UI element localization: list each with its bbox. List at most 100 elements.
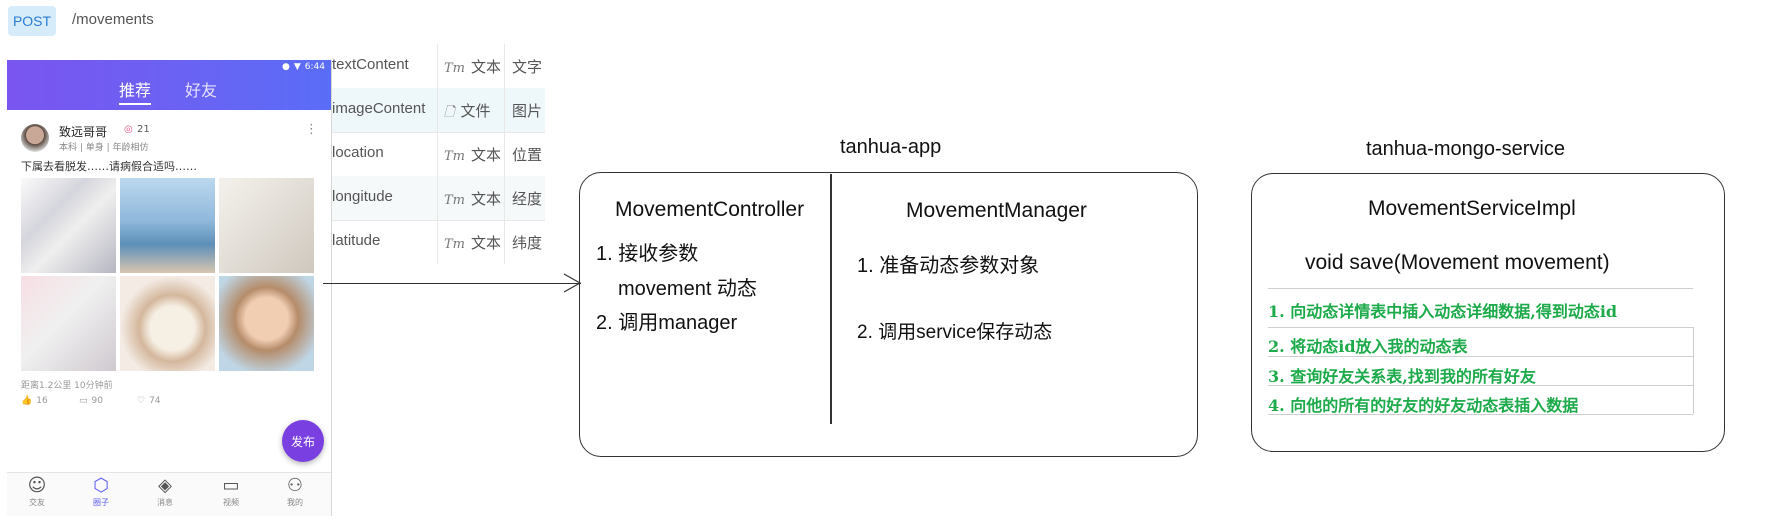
user-icon: ⚇	[286, 475, 304, 496]
table-row: imageContent 🗋 文件 图片	[332, 88, 545, 133]
post-photo[interactable]	[219, 178, 314, 273]
manager-step-2: 2. 调用service保存动态	[857, 322, 1053, 343]
param-name: textContent	[332, 56, 409, 73]
status-time: 6:44	[304, 62, 325, 72]
file-type-icon: 🗋	[444, 105, 455, 120]
service-step-2: 2. 将动态id放入我的动态表	[1268, 337, 1468, 356]
bottom-nav: ☺ 交友 ⬡ 圈子 ◈ 消息 ▭ 视频 ⚇ 我的	[7, 472, 331, 516]
param-type: 🗋 文件	[444, 100, 490, 125]
wifi-icon: ▼	[293, 62, 301, 72]
post-photo[interactable]	[120, 276, 215, 371]
param-name: longitude	[332, 188, 393, 205]
nav-label: 视频	[223, 498, 239, 507]
post-author[interactable]: 致远哥哥	[59, 125, 108, 139]
param-type: Tт 文本	[444, 232, 501, 253]
tab-friends[interactable]: 好友	[185, 81, 218, 100]
heart-icon: ♡	[137, 396, 146, 406]
mongo-module-box	[1251, 173, 1725, 452]
param-name: location	[332, 144, 384, 161]
service-title: MovementServiceImpl	[1368, 197, 1576, 220]
param-name: imageContent	[332, 100, 426, 117]
phone-header: ● ▼ 6:44 推荐 好友	[7, 60, 331, 110]
nav-item-circle[interactable]: ⬡ 圈子	[81, 475, 121, 508]
more-icon[interactable]: ⋮	[305, 122, 318, 137]
service-step-4: 4. 向他的所有的好友的好友动态表插入数据	[1268, 396, 1579, 415]
param-desc: 文字	[512, 59, 543, 76]
face-icon: ☺	[27, 475, 47, 496]
controller-step-1-detail: movement 动态	[618, 278, 757, 300]
table-row: longitude Tт 文本 经度	[332, 176, 545, 221]
post-distance: 距离1.2公里 10分钟前	[21, 381, 113, 391]
api-path: /movements	[72, 11, 154, 28]
location-icon: ●	[282, 62, 290, 72]
nav-label: 我的	[287, 498, 303, 507]
love-count: 74	[149, 396, 161, 406]
tab-recommend[interactable]: 推荐	[119, 77, 152, 105]
param-type: Tт 文本	[444, 56, 501, 77]
post-meta: 本科 | 单身 | 年龄相仿	[59, 143, 149, 153]
comment-count: 90	[91, 396, 103, 406]
text-type-icon: Tт	[444, 193, 465, 208]
nav-item-video[interactable]: ▭ 视频	[211, 475, 251, 508]
divider	[1268, 327, 1693, 328]
nav-label: 消息	[157, 498, 173, 507]
app-module-box	[579, 172, 1198, 457]
text-type-icon: Tт	[444, 237, 465, 252]
param-desc: 经度	[512, 191, 543, 208]
divider	[1693, 327, 1694, 414]
phone-screenshot: ● ▼ 6:44 推荐 好友 致远哥哥 ◎ 21 本科 | 单身 | 年龄相仿 …	[7, 60, 332, 516]
like-button[interactable]: 👍 16	[21, 396, 48, 406]
nav-item-messages[interactable]: ◈ 消息	[145, 475, 185, 508]
comment-icon: ▭	[79, 396, 88, 406]
manager-step-1: 1. 准备动态参数对象	[857, 255, 1040, 277]
hexagon-icon: ⬡	[93, 475, 109, 496]
param-type-label: 文本	[471, 59, 502, 76]
controller-title: MovementController	[615, 198, 805, 221]
video-icon: ▭	[222, 475, 240, 496]
nav-label: 交友	[29, 498, 45, 507]
divider	[1268, 288, 1693, 289]
service-step-3: 3. 查询好友关系表,找到我的所有好友	[1268, 367, 1536, 386]
controller-step-2: 2. 调用manager	[596, 312, 738, 334]
nav-item-friends[interactable]: ☺ 交友	[17, 475, 57, 508]
app-module-title: tanhua-app	[840, 136, 942, 158]
post-photo[interactable]	[219, 276, 314, 371]
like-count: 16	[36, 396, 48, 406]
http-method-badge: POST	[8, 6, 56, 36]
publish-button[interactable]: 发布	[282, 420, 324, 462]
divider	[1268, 414, 1693, 415]
table-row: latitude Tт 文本 纬度	[332, 220, 545, 264]
nav-item-me[interactable]: ⚇ 我的	[275, 475, 315, 508]
connector-line	[323, 283, 581, 284]
service-method: void save(Movement movement)	[1305, 251, 1610, 274]
avatar[interactable]	[21, 124, 49, 152]
param-type-label: 文本	[471, 191, 502, 208]
post-photo[interactable]	[21, 178, 116, 273]
param-type-label: 文本	[471, 235, 502, 252]
divider	[1268, 385, 1693, 386]
post-photo[interactable]	[21, 276, 116, 371]
thumbs-up-icon: 👍	[21, 396, 33, 406]
comment-button[interactable]: ▭ 90	[79, 396, 103, 406]
controller-step-1: 1. 接收参数	[596, 243, 699, 265]
param-desc: 纬度	[512, 235, 543, 252]
status-bar: ● ▼ 6:44	[282, 62, 325, 72]
param-type-label: 文本	[471, 147, 502, 164]
param-type: Tт 文本	[444, 188, 501, 209]
layers-icon: ◈	[158, 475, 172, 496]
param-desc: 图片	[512, 103, 543, 120]
param-type-label: 文件	[460, 103, 491, 120]
param-name: latitude	[332, 232, 381, 249]
divider	[1268, 356, 1693, 357]
score-icon: ◎	[124, 124, 133, 135]
nav-label: 圈子	[93, 498, 109, 507]
mongo-module-title: tanhua-mongo-service	[1366, 138, 1565, 160]
text-type-icon: Tт	[444, 61, 465, 76]
manager-title: MovementManager	[906, 199, 1087, 222]
module-divider	[830, 174, 832, 424]
post-photo[interactable]	[120, 178, 215, 273]
love-button[interactable]: ♡ 74	[137, 396, 161, 406]
